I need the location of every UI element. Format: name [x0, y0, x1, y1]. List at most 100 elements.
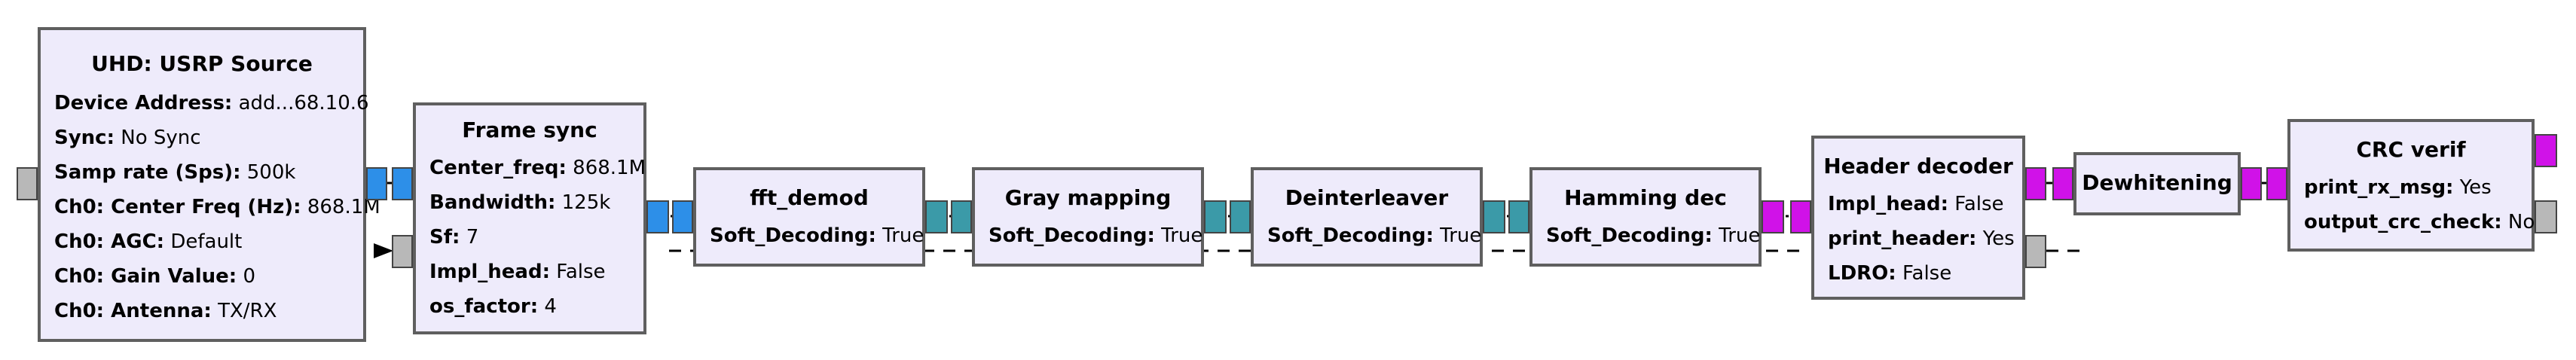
- block-title: Deinterleaver: [1285, 185, 1449, 210]
- param-key: Ch0: AGC:: [54, 230, 165, 253]
- param-soft-decoding: Soft_Decoding: True: [1267, 224, 1481, 247]
- crc-verif-out-port[interactable]: [2535, 134, 2557, 167]
- param-key: Bandwidth:: [429, 191, 556, 214]
- param-value: True: [882, 224, 924, 247]
- block-deinterleaver[interactable]: Deinterleaver Soft_Decoding: True: [1251, 167, 1483, 267]
- deinterleaver-in-port[interactable]: [1230, 200, 1251, 233]
- param-key: Sf:: [429, 226, 460, 249]
- block-dewhitening[interactable]: Dewhitening: [2073, 152, 2241, 215]
- param-key: Sync:: [54, 127, 115, 149]
- gray-mapping-out-port[interactable]: [1204, 200, 1227, 233]
- param-soft-decoding: Soft_Decoding: True: [710, 224, 924, 247]
- param-key: Impl_head:: [1828, 193, 1948, 215]
- crc-verif-msg-out-port[interactable]: [2535, 200, 2557, 233]
- param-key: Center_freq:: [429, 157, 567, 179]
- param-key: os_factor:: [429, 295, 539, 318]
- param-antenna: Ch0: Antenna: TX/RX: [54, 300, 277, 322]
- block-hamming-dec[interactable]: Hamming dec Soft_Decoding: True: [1529, 167, 1762, 267]
- fft-demod-in-port[interactable]: [672, 200, 693, 233]
- frame-sync-out-port[interactable]: [646, 200, 669, 233]
- dewhitening-in-port[interactable]: [2052, 167, 2073, 200]
- block-title: Dewhitening: [2082, 170, 2232, 195]
- param-soft-decoding: Soft_Decoding: True: [1546, 224, 1760, 247]
- block-frame-sync[interactable]: Frame sync Center_freq: 868.1M Bandwidth…: [413, 102, 646, 334]
- param-key: print_rx_msg:: [2304, 176, 2454, 199]
- param-value: No Sync: [121, 127, 201, 149]
- param-value: 7: [466, 226, 479, 249]
- block-title: UHD: USRP Source: [91, 51, 313, 76]
- param-key: Soft_Decoding:: [989, 224, 1155, 247]
- param-output-crc-check: output_crc_check: No: [2304, 211, 2535, 233]
- param-key: Ch0: Center Freq (Hz):: [54, 196, 301, 218]
- param-key: Soft_Decoding:: [710, 224, 876, 247]
- param-value: add...68.10.6: [238, 92, 369, 114]
- param-value: False: [1954, 193, 2004, 215]
- block-title: CRC verif: [2356, 137, 2466, 162]
- param-value: 868.1M: [573, 157, 646, 179]
- block-fft-demod[interactable]: fft_demod Soft_Decoding: True: [693, 167, 925, 267]
- param-soft-decoding: Soft_Decoding: True: [989, 224, 1202, 247]
- param-key: Device Address:: [54, 92, 233, 114]
- block-crc-verif[interactable]: CRC verif print_rx_msg: Yes output_crc_c…: [2287, 119, 2535, 252]
- param-impl-head: Impl_head: False: [429, 261, 606, 283]
- param-samp-rate: Samp rate (Sps): 500k: [54, 161, 295, 184]
- header-decoder-out-port[interactable]: [2025, 167, 2046, 200]
- block-title: Frame sync: [462, 117, 597, 142]
- param-os-factor: os_factor: 4: [429, 295, 557, 318]
- param-value: 500k: [246, 161, 296, 184]
- deinterleaver-out-port[interactable]: [1483, 200, 1505, 233]
- param-value: False: [556, 261, 606, 283]
- param-key: Impl_head:: [429, 261, 550, 283]
- param-key: Ch0: Gain Value:: [54, 265, 237, 288]
- usrp-command-in-port[interactable]: [17, 167, 38, 200]
- header-decoder-in-port[interactable]: [1790, 200, 1811, 233]
- param-value: Yes: [1982, 227, 2015, 250]
- param-center-freq: Ch0: Center Freq (Hz): 868.1M: [54, 196, 380, 218]
- param-key: Samp rate (Sps):: [54, 161, 241, 184]
- param-value: True: [1440, 224, 1482, 247]
- header-decoder-msg-out-port[interactable]: [2025, 235, 2046, 268]
- block-header-decoder[interactable]: Header decoder Impl_head: False print_he…: [1811, 136, 2025, 300]
- block-gray-mapping[interactable]: Gray mapping Soft_Decoding: True: [972, 167, 1204, 267]
- block-title: Gray mapping: [1004, 185, 1172, 210]
- param-key: print_header:: [1828, 227, 1977, 250]
- frame-sync-in-port[interactable]: [392, 167, 413, 200]
- param-agc: Ch0: AGC: Default: [54, 230, 242, 253]
- param-key: output_crc_check:: [2304, 211, 2502, 233]
- frame-sync-msg-in-port[interactable]: [392, 235, 413, 268]
- param-sync: Sync: No Sync: [54, 127, 201, 149]
- param-value: True: [1719, 224, 1761, 247]
- param-gain-value: Ch0: Gain Value: 0: [54, 265, 255, 288]
- param-value: 4: [544, 295, 557, 318]
- param-key: Ch0: Antenna:: [54, 300, 212, 322]
- param-device-address: Device Address: add...68.10.6: [54, 92, 369, 114]
- block-usrp-source[interactable]: UHD: USRP Source Device Address: add...6…: [38, 27, 380, 342]
- gray-mapping-in-port[interactable]: [951, 200, 972, 233]
- block-title: Header decoder: [1823, 154, 2013, 178]
- param-bandwidth: Bandwidth: 125k: [429, 191, 610, 214]
- block-title: Hamming dec: [1564, 185, 1727, 210]
- param-value: Default: [170, 230, 243, 253]
- hamming-dec-out-port[interactable]: [1762, 200, 1784, 233]
- usrp-out-port[interactable]: [366, 167, 387, 200]
- param-impl-head: Impl_head: False: [1828, 193, 2004, 215]
- param-value: True: [1161, 224, 1203, 247]
- param-value: False: [1902, 262, 1952, 285]
- hamming-dec-in-port[interactable]: [1508, 200, 1529, 233]
- fft-demod-out-port[interactable]: [925, 200, 948, 233]
- param-key: LDRO:: [1828, 262, 1896, 285]
- param-sf: Sf: 7: [429, 226, 478, 249]
- param-center-freq: Center_freq: 868.1M: [429, 157, 646, 179]
- crc-verif-in-port[interactable]: [2266, 167, 2287, 200]
- param-key: Soft_Decoding:: [1267, 224, 1434, 247]
- param-print-header: print_header: Yes: [1828, 227, 2015, 250]
- param-key: Soft_Decoding:: [1546, 224, 1713, 247]
- param-value: 0: [243, 265, 256, 288]
- param-ldro: LDRO: False: [1828, 262, 1951, 285]
- block-title: fft_demod: [750, 185, 869, 210]
- dewhitening-out-port[interactable]: [2241, 167, 2262, 200]
- param-value: 125k: [561, 191, 611, 214]
- param-print-rx-msg: print_rx_msg: Yes: [2304, 176, 2492, 199]
- param-value: TX/RX: [218, 300, 277, 322]
